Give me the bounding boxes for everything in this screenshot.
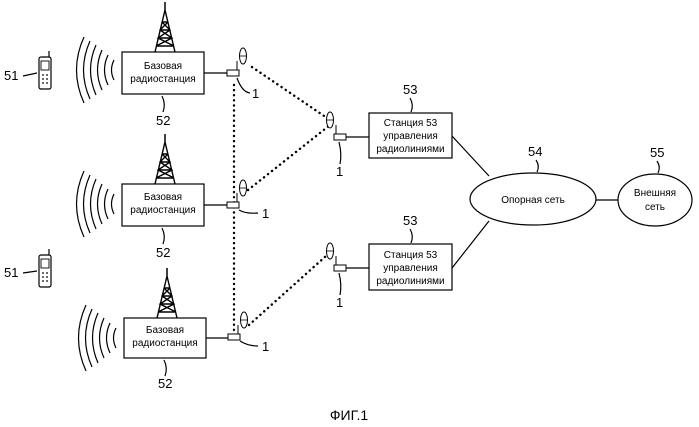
core-network: Опорная сеть <box>470 173 596 225</box>
tower-icon <box>157 268 177 318</box>
leader-line <box>410 98 412 112</box>
svg-text:Базовая: Базовая <box>144 192 182 203</box>
ref-1-bs2: 1 <box>262 206 269 221</box>
svg-text:Внешняя: Внешняя <box>634 188 676 199</box>
leader-line <box>239 210 258 213</box>
leader-line <box>339 142 341 164</box>
ref-55: 55 <box>650 145 664 160</box>
svg-text:Станция 53: Станция 53 <box>384 118 438 129</box>
ref-53-top: 53 <box>403 82 417 97</box>
ref-1-cs1: 1 <box>336 164 343 179</box>
svg-text:радиолиниями: радиолиниями <box>376 276 444 287</box>
link-cs1-core <box>452 136 489 176</box>
leader-line <box>237 78 250 93</box>
wireless-link-top <box>252 67 330 120</box>
radio-waves-icon <box>77 171 115 237</box>
ref-51-bottom: 51 <box>4 265 18 280</box>
leader-line <box>240 341 258 346</box>
wireless-link-middle <box>248 125 330 190</box>
antenna-icon <box>326 243 346 271</box>
svg-text:управления: управления <box>383 131 438 142</box>
svg-text:радиостанция: радиостанция <box>132 338 197 349</box>
figure-caption: ФИГ.1 <box>330 407 368 423</box>
ref-52-bottom: 52 <box>158 376 172 391</box>
base-station-1: Базовая радиостанция <box>122 52 204 94</box>
leader-line <box>164 360 166 376</box>
link-cs2-core <box>452 221 489 268</box>
ref-54: 54 <box>528 144 542 159</box>
svg-text:сеть: сеть <box>645 202 665 213</box>
ref-52-middle: 52 <box>156 245 170 260</box>
mobile-phone-icon <box>39 51 51 89</box>
tower-icon <box>155 2 175 52</box>
leader-line <box>23 73 37 76</box>
svg-text:радиостанция: радиостанция <box>130 205 195 216</box>
leader-line <box>162 228 164 244</box>
antenna-icon <box>227 180 247 208</box>
svg-text:радиолиниями: радиолиниями <box>376 144 444 155</box>
control-station-1: Станция 53 управления радиолиниями <box>369 113 452 158</box>
ref-51-top: 51 <box>4 68 18 83</box>
svg-text:Базовая: Базовая <box>146 325 184 336</box>
base-station-2: Базовая радиостанция <box>122 184 204 226</box>
base-station-3: Базовая радиостанция <box>124 318 206 358</box>
wireless-link-bottom <box>249 256 326 325</box>
antenna-icon <box>326 112 346 140</box>
tower-icon <box>155 134 175 184</box>
svg-text:управления: управления <box>383 263 438 274</box>
external-network: Внешняя сеть <box>618 174 692 226</box>
mobile-phone-icon <box>39 249 51 287</box>
leader-line <box>162 96 164 112</box>
leader-line <box>657 161 659 173</box>
ref-53-bottom: 53 <box>403 213 417 228</box>
antenna-icon <box>228 312 248 340</box>
leader-line <box>339 273 341 295</box>
svg-text:Опорная сеть: Опорная сеть <box>501 195 565 206</box>
ref-52-top: 52 <box>156 113 170 128</box>
ref-1-cs2: 1 <box>336 295 343 310</box>
control-station-2: Станция 53 управления радиолиниями <box>369 244 452 290</box>
antenna-icon <box>227 48 247 76</box>
svg-text:радиостанция: радиостанция <box>130 74 195 85</box>
leader-line <box>23 271 37 273</box>
radio-waves-icon <box>77 37 115 103</box>
radio-waves-icon <box>79 305 117 371</box>
ref-1-bs1: 1 <box>252 86 259 101</box>
ref-1-bs3: 1 <box>262 339 269 354</box>
leader-line <box>410 229 412 243</box>
leader-line <box>536 160 538 172</box>
svg-text:Базовая: Базовая <box>144 61 182 72</box>
svg-text:Станция 53: Станция 53 <box>384 250 438 261</box>
